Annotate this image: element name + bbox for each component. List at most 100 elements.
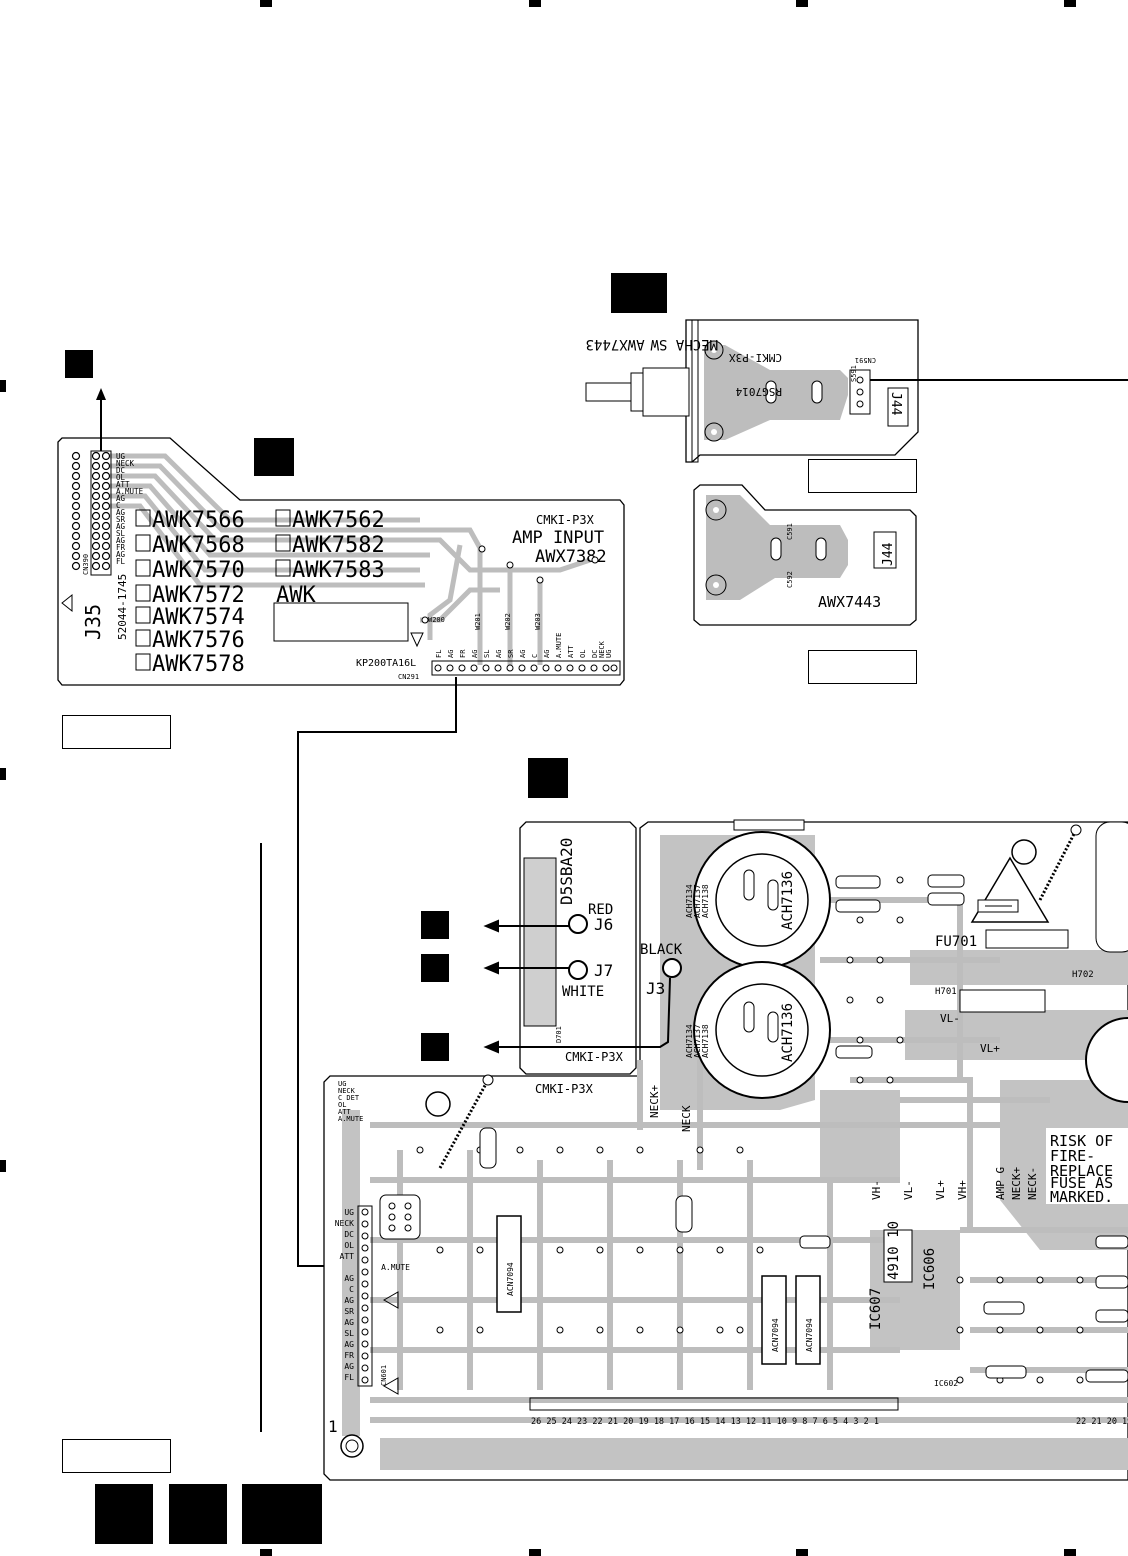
registration-marks: [0, 0, 1076, 1556]
board-name: CMKI-P3X: [536, 513, 595, 527]
mecha-switch-label: RSG7014: [735, 385, 782, 398]
neck-label: NECK: [680, 1105, 693, 1132]
variant-label: AWK7578: [152, 652, 245, 677]
pin-label: AG: [344, 1296, 354, 1305]
mecha-title: MECHA SWAWX7443: [586, 336, 718, 352]
tag-block: [169, 1484, 227, 1544]
rail-label: VL-: [940, 1012, 960, 1025]
tag-block: [421, 1033, 449, 1061]
pin-label: SL: [344, 1329, 354, 1338]
variant-label: AWK7583: [292, 558, 385, 583]
wire-label: W201: [474, 613, 482, 630]
jack-arrows: [483, 919, 671, 1054]
pin-label: AG: [116, 550, 126, 559]
jumper-part-label: 52044-1745: [116, 574, 129, 640]
pin-label: ATT: [116, 480, 130, 489]
acn-label: ACN7094: [506, 1262, 515, 1296]
pin-label: AG: [447, 650, 455, 658]
variant-label: AWK7568: [152, 533, 245, 558]
pin-label: SR: [344, 1307, 354, 1316]
pin-label: AG: [344, 1274, 354, 1283]
rail-label: VL+: [934, 1180, 947, 1200]
svg-text:MARKED.: MARKED.: [1050, 1188, 1113, 1206]
pin-label: AG: [344, 1318, 354, 1327]
svg-text:FIRE-: FIRE-: [1050, 1147, 1095, 1165]
pin-label: ATT: [338, 1108, 351, 1116]
tag-block: [254, 438, 294, 476]
fuse-label: FU701: [935, 934, 977, 950]
jack-ref-label: J6: [594, 915, 613, 934]
rail-label: VH-: [870, 1180, 883, 1200]
pin-label: UG: [338, 1080, 346, 1088]
acn-label: ACN7094: [771, 1318, 780, 1352]
rail-label: NECK-: [1026, 1167, 1039, 1200]
cap-variant: ACH7134: [685, 884, 694, 918]
rail-label: NECK+: [1010, 1167, 1023, 1200]
pin-label: OL: [116, 473, 126, 482]
cap-label: C592: [786, 571, 794, 588]
pin-label: DC: [591, 650, 599, 658]
variant-label: AWK7562: [292, 508, 385, 533]
pin-label: NECK: [598, 640, 606, 658]
cap-label: ACH7136: [780, 1003, 796, 1062]
pin-one-label: 1: [328, 1417, 338, 1436]
jack-color-label: BLACK: [640, 942, 683, 958]
pin-numbers: 26 25 24 23 22 21 20 19 18 17 16 15 14 1…: [531, 1417, 879, 1427]
heat-label: H701: [935, 987, 957, 997]
pin-label: AG: [116, 522, 126, 531]
pin-label: AG: [116, 494, 126, 503]
rail-label: VL+: [980, 1042, 1000, 1055]
cn390-label: CN390: [82, 554, 90, 575]
pin-label: AG: [116, 508, 126, 517]
tag-block: [611, 273, 667, 313]
wire-label: W200: [428, 616, 445, 624]
pin-label: UG: [344, 1208, 354, 1217]
pin-label: C: [116, 501, 121, 510]
ic-label: IC602: [934, 1379, 958, 1388]
ic-label: IC607: [868, 1288, 884, 1330]
jack-ref-label: J3: [646, 979, 665, 998]
j35-label: J35: [81, 604, 105, 640]
pin-label: SL: [116, 529, 126, 538]
mecha-sw-board: MECHA SWAWX7443 CMKI-P3X RSG7014 CN591 S…: [585, 319, 919, 463]
cap-variant: ACH7137: [693, 884, 702, 918]
pin-label: UG: [116, 452, 126, 461]
pin-label: AG: [116, 536, 126, 545]
cap-variant: ACH7138: [701, 884, 710, 918]
pin-label: SL: [483, 650, 491, 658]
fuse-warning: RISK OF FIRE- REPLACE FUSE AS MARKED.: [1046, 1128, 1128, 1206]
variant-label: AWK: [276, 583, 316, 608]
pin-label: DC: [116, 466, 125, 475]
tag-block: [528, 758, 568, 798]
neck-label: NECK+: [648, 1085, 661, 1118]
mecha-jack-label: J44: [888, 392, 903, 416]
variant-label: AWK7566: [152, 508, 245, 533]
jack-ref-label: J7: [594, 961, 613, 980]
cn601-label: CN601: [380, 1365, 388, 1386]
variant-label: AWK7570: [152, 558, 245, 583]
cap-label: ACH7136: [780, 871, 796, 930]
label-box: [62, 1439, 171, 1473]
cap-variant: ACH7134: [685, 1024, 694, 1058]
main-board: D5SBA20 D701 RED J6 J7 WHITE: [323, 819, 1128, 1481]
pin-label: OL: [344, 1241, 354, 1250]
label-box: [62, 715, 171, 749]
pin-label: NECK: [116, 459, 135, 468]
pin-label: C: [531, 654, 539, 658]
tag-block: [95, 1484, 153, 1544]
acn-label: ACN7094: [805, 1318, 814, 1352]
tag-block: [242, 1484, 322, 1544]
variant-label: AWK7582: [292, 533, 385, 558]
tag-block: [421, 954, 449, 982]
cn-ref-label: CN291: [398, 673, 419, 681]
filter-capacitors: ACH7136 ACH7136 ACH7134 ACH7137 ACH7138 …: [685, 819, 831, 1099]
pin-label: UG: [605, 650, 613, 658]
rail-label: AMP G: [994, 1167, 1007, 1200]
separator-line: [260, 843, 262, 1432]
pin-label: AG: [471, 650, 479, 658]
label-box: [808, 650, 917, 684]
pin-label: SR: [116, 515, 126, 524]
jack-color-label: RED: [588, 902, 613, 918]
pin-label: OL: [338, 1101, 346, 1109]
